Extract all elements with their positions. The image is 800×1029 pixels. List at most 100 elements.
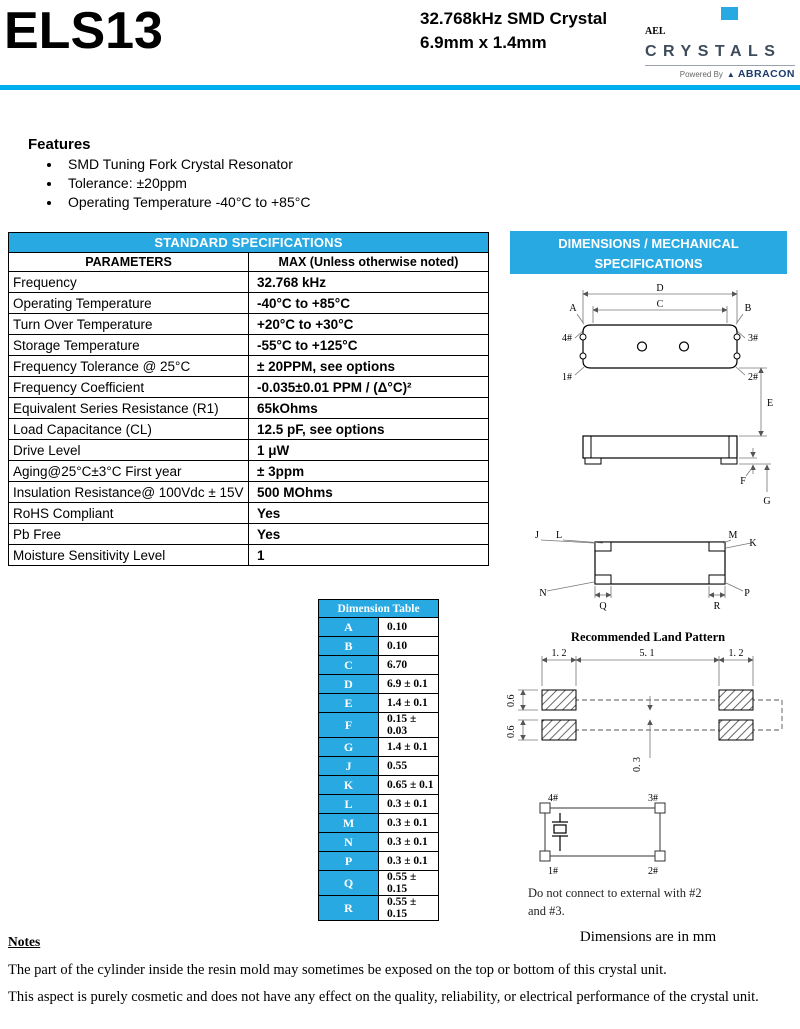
spec-row: Operating Temperature -40°C to +85°C [8, 292, 489, 314]
schematic-pin-1: 1# [548, 866, 558, 877]
dim-label-G: G [763, 496, 770, 507]
dimension-value: 0.3 ± 0.1 [378, 851, 439, 871]
top-view-dimension-lines [574, 290, 767, 437]
pin-label-2: 2# [748, 372, 758, 383]
dimension-value: 0.10 [378, 636, 439, 656]
dimension-row: A 0.10 [318, 617, 439, 637]
ael-logo-mark: AEL [645, 7, 738, 37]
top-view-castellations [579, 333, 741, 360]
schematic-pin-4: 4# [548, 793, 558, 804]
dimension-letter: Q [318, 870, 379, 896]
land-dim-left-pad-width: 1. 2 [552, 648, 567, 659]
dimension-value: 0.3 ± 0.1 [378, 794, 439, 814]
schematic-package [539, 802, 666, 862]
dimension-letter: D [318, 674, 379, 694]
spec-row: Insulation Resistance@ 100Vdc ± 15V 500 … [8, 481, 489, 503]
features-section: Features SMD Tuning Fork Crystal Resonat… [28, 136, 310, 213]
side-view [582, 435, 738, 465]
spec-value: 1 [248, 544, 489, 566]
dimension-letter: F [318, 712, 379, 738]
dimension-row: B 0.10 [318, 636, 439, 656]
dim-label-E: E [767, 398, 773, 409]
spec-parameter: Load Capacitance (CL) [8, 418, 249, 440]
dimension-letter: L [318, 794, 379, 814]
dimension-letter: M [318, 813, 379, 833]
spec-parameter: Drive Level [8, 439, 249, 461]
spec-value: -40°C to +85°C [248, 292, 489, 314]
features-list: SMD Tuning Fork Crystal Resonator Tolera… [28, 156, 310, 210]
pin-label-1: 1# [562, 372, 572, 383]
schematic-pin-3: 3# [648, 793, 658, 804]
spec-row: Frequency Tolerance @ 25°C ± 20PPM, see … [8, 355, 489, 377]
spec-value: 1 μW [248, 439, 489, 461]
spec-value: 65kOhms [248, 397, 489, 419]
dimension-letter: P [318, 851, 379, 871]
dimension-row: Q 0.55 ± 0.15 [318, 870, 439, 896]
notes-paragraph: This aspect is purely cosmetic and does … [8, 989, 759, 1006]
dimension-value: 0.3 ± 0.1 [378, 832, 439, 852]
side-view-dimension-lines [739, 448, 771, 492]
dimension-letter: N [318, 832, 379, 852]
dimension-letter: A [318, 617, 379, 637]
dimension-value: 0.10 [378, 617, 439, 637]
land-pattern-drawing: 1. 2 5. 1 1. 2 0.6 0.6 0. 3 [506, 648, 783, 772]
spec-parameter: Aging@25°C±3°C First year [8, 460, 249, 482]
dimension-row: G 1.4 ± 0.1 [318, 737, 439, 757]
spec-parameter: Turn Over Temperature [8, 313, 249, 335]
dimension-table: Dimension Table A 0.10 B 0.10 C 6.70 [318, 599, 439, 921]
doc-title: 32.768kHz SMD Crystal 6.9mm x 1.4mm [420, 7, 607, 55]
mechanical-drawing: D C A B 4# 1# 3# 2# E F G [535, 283, 773, 612]
dimension-value: 0.55 ± 0.15 [378, 870, 439, 896]
dim-label-B: B [745, 303, 752, 314]
header-divider-rule [0, 85, 800, 90]
abracon-brand: ABRACON [737, 68, 795, 80]
land-dim-pad-height-bottom: 0.6 [506, 726, 517, 739]
dimension-row: D 6.9 ± 0.1 [318, 674, 439, 694]
spec-col-parameters: PARAMETERS [8, 252, 249, 272]
spec-value: +20°C to +30°C [248, 313, 489, 335]
spec-parameter: Frequency Tolerance @ 25°C [8, 355, 249, 377]
dim-label-D: D [656, 283, 663, 294]
land-dim-row-gap: 0. 3 [632, 757, 643, 772]
feature-item: SMD Tuning Fork Crystal Resonator [62, 156, 310, 172]
dimension-row: F 0.15 ± 0.03 [318, 712, 439, 738]
feature-item: Operating Temperature -40°C to +85°C [62, 194, 310, 210]
spec-col-max: MAX (Unless otherwise noted) [248, 252, 489, 272]
spec-value: -0.035±0.01 PPM / (Δ°C)² [248, 376, 489, 398]
dimension-value: 0.55 [378, 756, 439, 776]
standard-specifications-table: STANDARD SPECIFICATIONS PARAMETERS MAX (… [8, 232, 489, 566]
spec-parameter: RoHS Compliant [8, 502, 249, 524]
spec-row: Moisture Sensitivity Level 1 [8, 544, 489, 566]
dim-label-R: R [714, 601, 721, 612]
spec-row: Storage Temperature -55°C to +125°C [8, 334, 489, 356]
spec-row: Equivalent Series Resistance (R1) 65kOhm… [8, 397, 489, 419]
dimension-table-title: Dimension Table [318, 599, 439, 618]
dimension-value: 0.15 ± 0.03 [378, 712, 439, 738]
abracon-logo-icon: ▲ [726, 70, 735, 79]
dimension-row: E 1.4 ± 0.1 [318, 693, 439, 713]
part-number: ELS13 [4, 2, 163, 60]
pin-schematic: 4# 3# 1# 2# [539, 793, 666, 877]
spec-row: Aging@25°C±3°C First year ± 3ppm [8, 460, 489, 482]
feature-item: Tolerance: ±20ppm [62, 175, 310, 191]
dimension-letter: K [318, 775, 379, 795]
notes-body: The part of the cylinder inside the resi… [8, 960, 796, 1015]
dimension-value: 0.55 ± 0.15 [378, 895, 439, 921]
powered-by-row: Powered By▲ABRACON [645, 68, 795, 80]
land-pattern-title: Recommended Land Pattern [570, 630, 726, 644]
dimension-table-title-row: Dimension Table [318, 599, 439, 618]
units-note: Dimensions are in mm [579, 929, 717, 945]
spec-parameter: Pb Free [8, 523, 249, 545]
doc-title-line1: 32.768kHz SMD Crystal [420, 9, 608, 28]
dimensions-header-line2: SPECIFICATIONS [594, 256, 703, 272]
dim-label-L: L [556, 530, 562, 541]
dim-label-Q: Q [599, 601, 607, 612]
dim-label-P: P [744, 588, 750, 599]
spec-value: ± 20PPM, see options [248, 355, 489, 377]
spec-row: Drive Level 1 μW [8, 439, 489, 461]
spec-value: 500 MOhms [248, 481, 489, 503]
dimension-letter: G [318, 737, 379, 757]
spec-parameter: Insulation Resistance@ 100Vdc ± 15V [8, 481, 249, 503]
dimension-letter: J [318, 756, 379, 776]
notes-paragraph: The part of the cylinder inside the resi… [8, 962, 667, 978]
